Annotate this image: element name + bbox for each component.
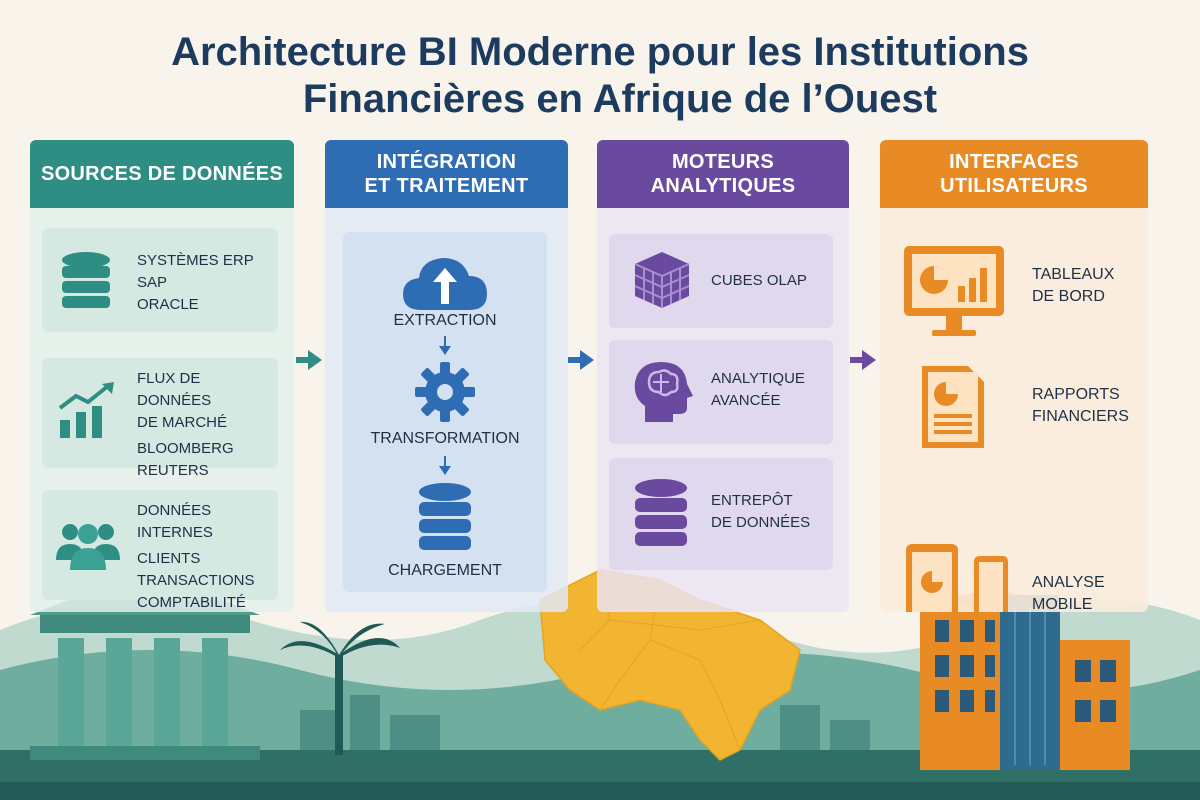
arrow-down-icon	[439, 336, 451, 355]
mobile-label-1: ANALYSE	[1032, 574, 1105, 591]
office-building-icon	[920, 590, 1130, 770]
mobile-label-2: MOBILE	[1032, 596, 1093, 612]
flow-arrow-right-icon	[568, 350, 594, 370]
card-market-feeds: Flux de données de marché BLOOMBERG REUT…	[42, 358, 278, 479]
market-line-bloomberg: BLOOMBERG	[137, 440, 234, 457]
page-title-line-1: Architecture BI Moderne pour les Institu…	[171, 30, 1029, 74]
card-olap-cubes: CUBES OLAP	[609, 234, 833, 328]
dashboard-monitor-icon	[904, 246, 1004, 336]
financial-report-icon	[922, 366, 984, 448]
skyline-icon	[300, 695, 870, 750]
erp-line-sap: SAP	[137, 274, 168, 291]
database-icon	[419, 483, 471, 550]
market-title-2: de marché	[137, 414, 228, 431]
etl-pipeline: EXTRACTION TRANSFORMATION CHAR	[343, 232, 547, 592]
column-data-sources: SOURCES DE DONNÉES Systèmes ERP SAP ORAC…	[30, 140, 294, 612]
database-icon	[635, 479, 687, 546]
olap-label: CUBES OLAP	[711, 272, 807, 289]
olap-cube-icon	[634, 252, 690, 308]
advanced-analytics-label-2: AVANCÉE	[711, 392, 781, 409]
brain-head-icon	[634, 362, 693, 422]
growth-chart-icon	[58, 382, 114, 438]
flow-arrow-right-icon	[850, 350, 876, 370]
mobile-devices-icon	[906, 544, 1008, 612]
flow-arrow-right-icon	[296, 350, 322, 370]
card-data-warehouse: ENTREPÔT DE DONNÉES	[609, 458, 833, 570]
column-header-interfaces: INTERFACES UTILISATEURS	[880, 140, 1148, 208]
erp-title: Systèmes ERP	[137, 252, 254, 269]
step-transformation: TRANSFORMATION	[370, 430, 520, 447]
card-internal-data: Données internes CLIENTS TRANSACTIONS CO…	[42, 490, 278, 611]
database-icon	[62, 252, 110, 308]
step-loading: CHARGEMENT	[388, 562, 502, 579]
people-group-icon	[56, 524, 120, 570]
arrow-down-icon	[439, 456, 451, 475]
palm-tree-icon	[280, 621, 400, 755]
internal-line-transactions: TRANSACTIONS	[137, 572, 255, 589]
erp-line-oracle: ORACLE	[137, 296, 199, 313]
internal-line-accounting: COMPTABILITÉ	[137, 594, 246, 611]
reports-label-1: RAPPORTS	[1032, 386, 1120, 403]
column-analytics-engines: MOTEURS ANALYTIQUES CUBES OLAP	[597, 140, 849, 612]
card-advanced-analytics: ANALYTIQUE AVANCÉE	[609, 340, 833, 444]
column-header-integration: INTÉGRATION ET TRAITEMENT	[325, 140, 568, 208]
card-erp-systems: Systèmes ERP SAP ORACLE	[42, 228, 278, 332]
dashboards-label-2: DE BORD	[1032, 288, 1105, 305]
cloud-upload-icon	[403, 258, 487, 310]
gear-icon	[415, 362, 475, 422]
internal-title: Données internes	[137, 502, 213, 541]
reports-label-2: FINANCIERS	[1032, 408, 1129, 425]
column-header-analytics: MOTEURS ANALYTIQUES	[597, 140, 849, 208]
step-extraction: EXTRACTION	[393, 312, 497, 329]
column-integration-processing: INTÉGRATION ET TRAITEMENT EXTRACTION TRA…	[325, 140, 568, 612]
advanced-analytics-label-1: ANALYTIQUE	[711, 370, 805, 387]
warehouse-label-2: DE DONNÉES	[711, 514, 811, 531]
internal-line-clients: CLIENTS	[137, 550, 201, 567]
page-title-line-2: Financières en Afrique de l’Ouest	[302, 77, 938, 121]
column-user-interfaces: INTERFACES UTILISATEURS TABLEAUX DE BORD	[880, 140, 1148, 612]
column-header-sources: SOURCES DE DONNÉES	[30, 140, 294, 208]
warehouse-label-1: ENTREPÔT	[711, 492, 793, 509]
dashboards-label-1: TABLEAUX	[1032, 266, 1115, 283]
market-title: Flux de données	[137, 370, 212, 409]
market-line-reuters: REUTERS	[137, 462, 209, 479]
